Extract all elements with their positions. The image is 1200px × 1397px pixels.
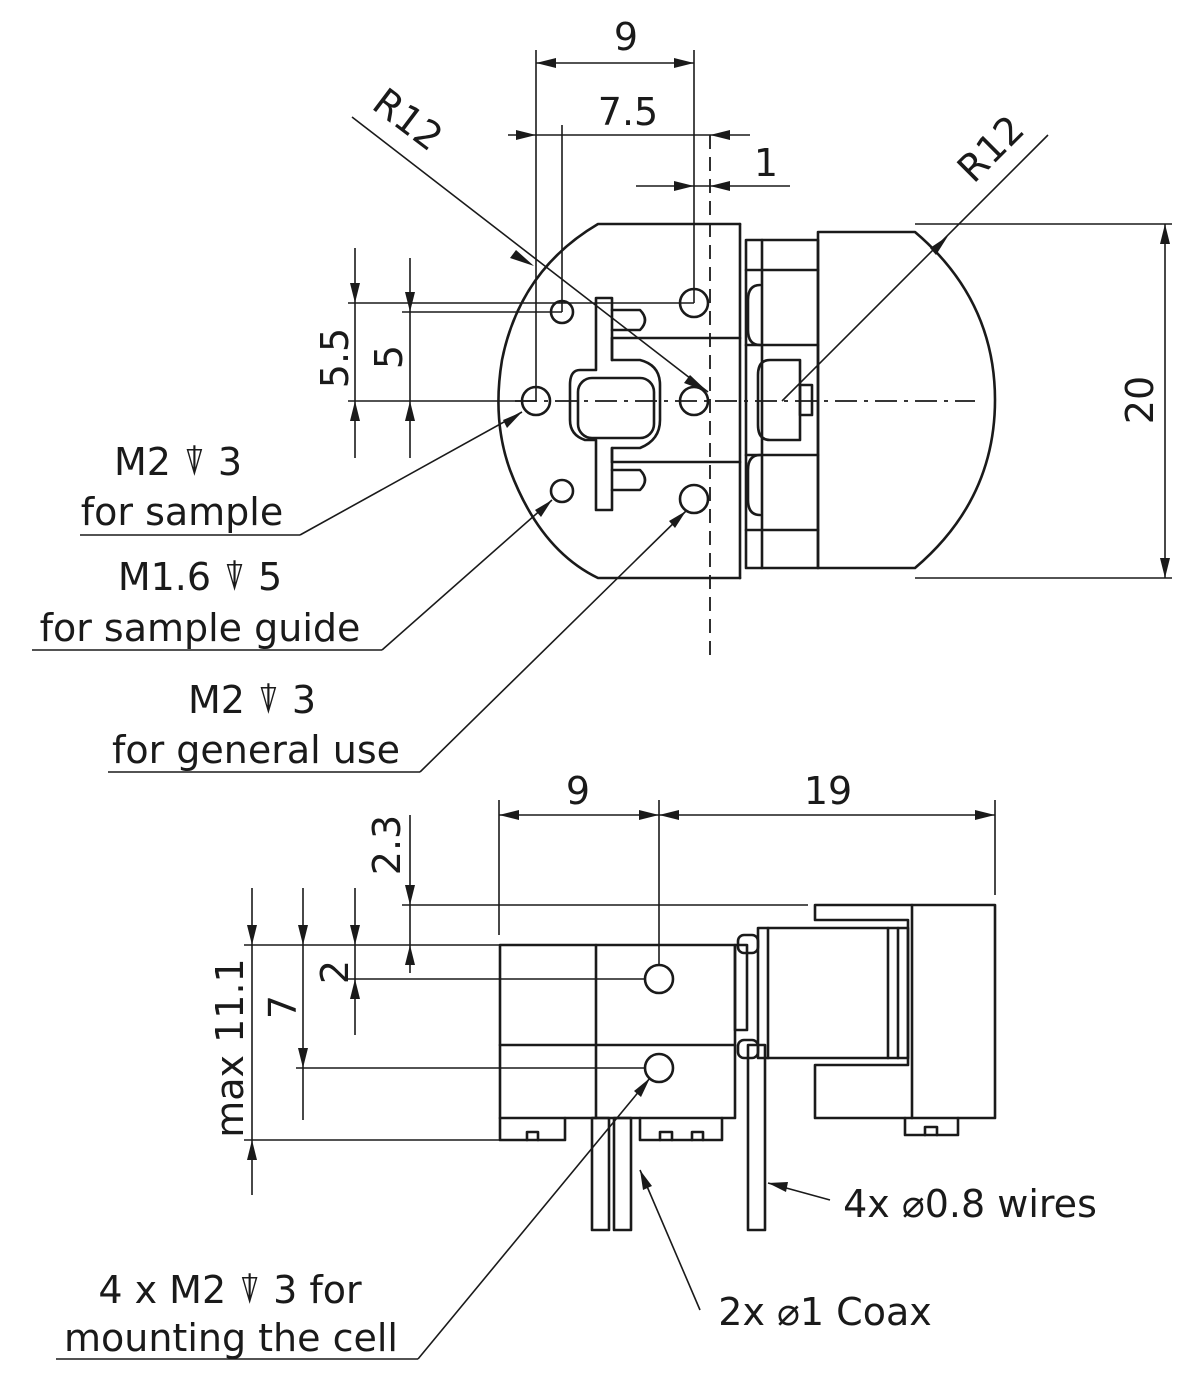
hole-m16-lower	[549, 478, 575, 504]
side-connector	[756, 926, 910, 1060]
dim-r12-right: R12	[949, 107, 1033, 191]
callout-coax: 2x ⌀1 Coax	[718, 1290, 931, 1334]
right-cap-outline	[816, 230, 997, 570]
callout-guide-line2: for sample guide	[40, 606, 361, 650]
dim-max-11-1: max 11.1	[208, 958, 252, 1137]
side-body	[498, 943, 737, 1120]
wire-08	[746, 1043, 767, 1232]
dim-19: 19	[804, 769, 852, 813]
side-view: 9 19 2.3 2 7 max 11.1 4x ⌀0.8 wires	[56, 769, 1097, 1360]
callout-sample-line2: for sample	[81, 490, 284, 534]
dim-7-5: 7.5	[598, 90, 658, 134]
dim-7: 7	[261, 995, 305, 1019]
callout-mount-line1: 4 x M2 ⍒ 3 for	[98, 1268, 362, 1312]
callout-general-line1: M2 ⍒ 3	[188, 678, 316, 722]
callout-general-line2: for general use	[112, 728, 400, 772]
coax-wire-1	[590, 1116, 611, 1232]
connector-block	[744, 238, 820, 570]
dim-9-side: 9	[566, 769, 590, 813]
dim-9-top: 9	[614, 15, 638, 59]
dim-1: 1	[754, 141, 778, 185]
side-hole-upper	[643, 963, 675, 995]
dim-20: 20	[1118, 376, 1162, 424]
dim-5: 5	[367, 345, 411, 369]
dim-2: 2	[313, 960, 357, 984]
body-outline	[497, 222, 742, 580]
dim-5-5: 5.5	[313, 328, 357, 388]
callout-wires: 4x ⌀0.8 wires	[843, 1182, 1097, 1226]
coax-wire-2	[612, 1116, 633, 1232]
callout-mount-line2: mounting the cell	[64, 1316, 398, 1360]
sample-slot	[568, 296, 662, 512]
hole-m2-general-lower	[678, 483, 710, 515]
callout-sample-line1: M2 ⍒ 3	[114, 440, 242, 484]
side-housing	[813, 903, 997, 1120]
callout-guide-line1: M1.6 ⍒ 5	[118, 555, 282, 599]
top-view: 9 7.5 1 R12 R12 5.5 5	[32, 15, 1172, 773]
dim-2-3: 2.3	[365, 815, 409, 875]
dim-r12-left: R12	[365, 80, 451, 160]
